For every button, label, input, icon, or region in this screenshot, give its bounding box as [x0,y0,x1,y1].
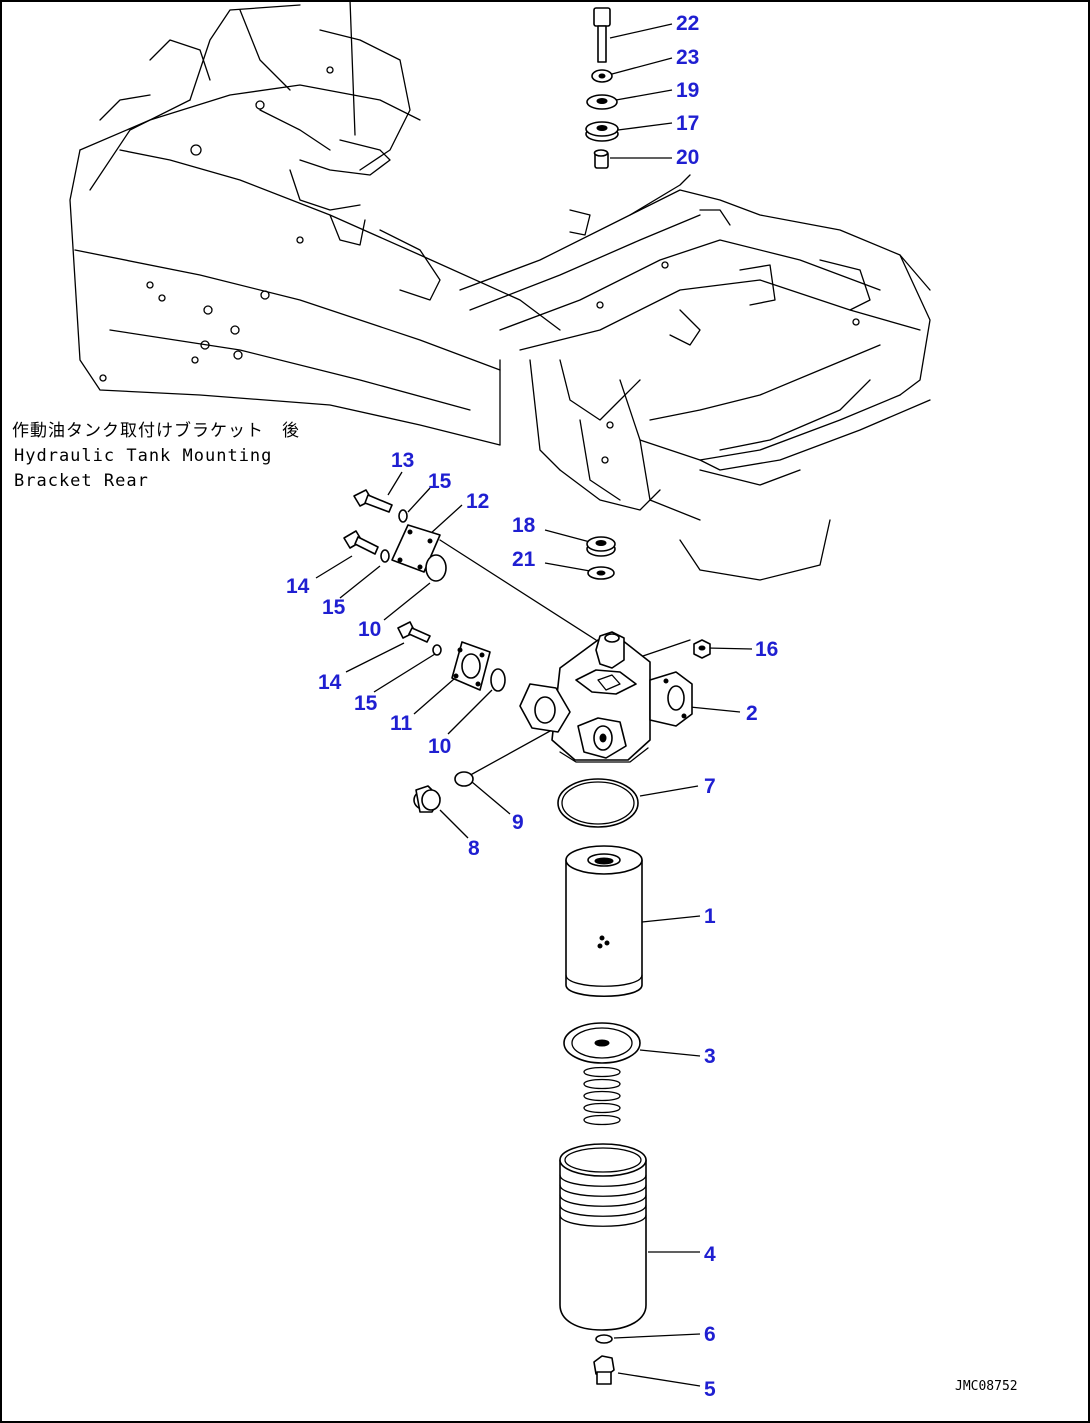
o-ring-7 [557,778,639,828]
callout-15-b: 15 [322,596,346,619]
bracket-caption: 作動油タンク取付けブラケット 後 Hydraulic Tank Mounting… [12,420,300,491]
o-ring-9 [454,771,474,787]
filter-head-2 [519,631,693,763]
caption-english-line1: Hydraulic Tank Mounting [14,446,272,466]
callout-10-b: 10 [428,735,451,758]
callout-4: 4 [704,1243,716,1266]
callout-9: 9 [512,811,524,834]
caption-english-line2: Bracket Rear [14,471,149,491]
flange-11 [451,641,491,691]
callout-5: 5 [704,1378,716,1401]
o-ring-10-upper [425,554,447,582]
callout-13: 13 [391,449,414,472]
caption-japanese: 作動油タンク取付けブラケット 後 [12,420,300,441]
bolt-14-upper [343,530,379,555]
leader-lines [315,23,753,1387]
lock-washer-15-lower [432,644,442,656]
bolt-13 [353,489,393,513]
o-ring-6 [595,1334,613,1344]
filter-case-4 [559,1143,647,1331]
callout-22: 22 [676,12,699,35]
callout-7: 7 [704,775,716,798]
callout-14-b: 14 [318,671,342,694]
callout-1: 1 [704,905,716,928]
lock-washer-23 [591,69,613,83]
callout-3: 3 [704,1045,716,1068]
bolt-22 [593,7,611,63]
callout-11: 11 [390,712,413,735]
callout-19: 19 [676,79,699,102]
callout-14-a: 14 [286,575,310,598]
callout-16: 16 [755,638,778,661]
valve-spring-3 [563,1022,641,1126]
callout-6: 6 [704,1323,716,1346]
callout-numbers: 22 23 19 17 20 13 15 12 18 21 14 15 10 1… [286,12,778,1401]
callout-15-a: 15 [428,470,452,493]
bolt-14-lower [397,621,431,643]
callout-20: 20 [676,146,699,169]
lock-washer-15-upper [398,509,408,523]
filter-element-1 [565,845,643,997]
drawing-code: JMC08752 [955,1379,1018,1394]
callout-2: 2 [746,702,758,725]
cushion-17 [585,121,619,142]
machine-frame-drawing [69,0,931,581]
drain-plug-5 [593,1355,615,1385]
callout-10-a: 10 [358,618,381,641]
collar-20 [593,149,609,169]
callout-18: 18 [512,514,536,537]
washer-21 [587,566,615,580]
o-ring-10-lower [490,668,506,692]
nut-16 [693,639,711,659]
plug-8 [413,785,441,813]
callout-15-c: 15 [354,692,378,715]
callout-23: 23 [676,46,699,69]
callout-12: 12 [466,490,489,513]
washer-19 [586,94,618,110]
callout-8: 8 [468,837,480,860]
callout-21: 21 [512,548,536,571]
lock-washer-15-mid [380,549,390,563]
cushion-18 [586,536,616,557]
callout-17: 17 [676,112,699,135]
